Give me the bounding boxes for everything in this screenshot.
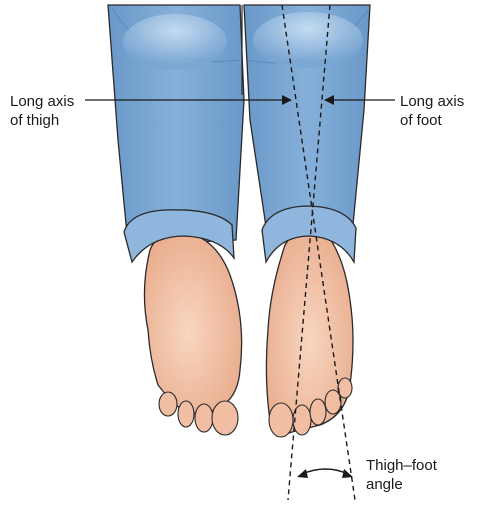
angle-arc (297, 469, 353, 478)
thigh-axis-label-line2: of thigh (10, 111, 74, 130)
left-foot (144, 232, 241, 435)
thigh-foot-angle-label-line2: angle (366, 475, 437, 494)
foot-axis-label: Long axis of foot (400, 92, 464, 130)
left-pant-leg (108, 5, 244, 245)
foot-axis-label-line1: Long axis (400, 92, 464, 111)
right-pant-leg (244, 5, 370, 240)
thigh-axis-label-line1: Long axis (10, 92, 74, 111)
right-foot (266, 228, 353, 437)
thigh-axis-label: Long axis of thigh (10, 92, 74, 130)
thigh-foot-angle-label: Thigh–foot angle (366, 456, 437, 494)
thigh-foot-angle-label-line1: Thigh–foot (366, 456, 437, 475)
foot-axis-label-line2: of foot (400, 111, 464, 130)
